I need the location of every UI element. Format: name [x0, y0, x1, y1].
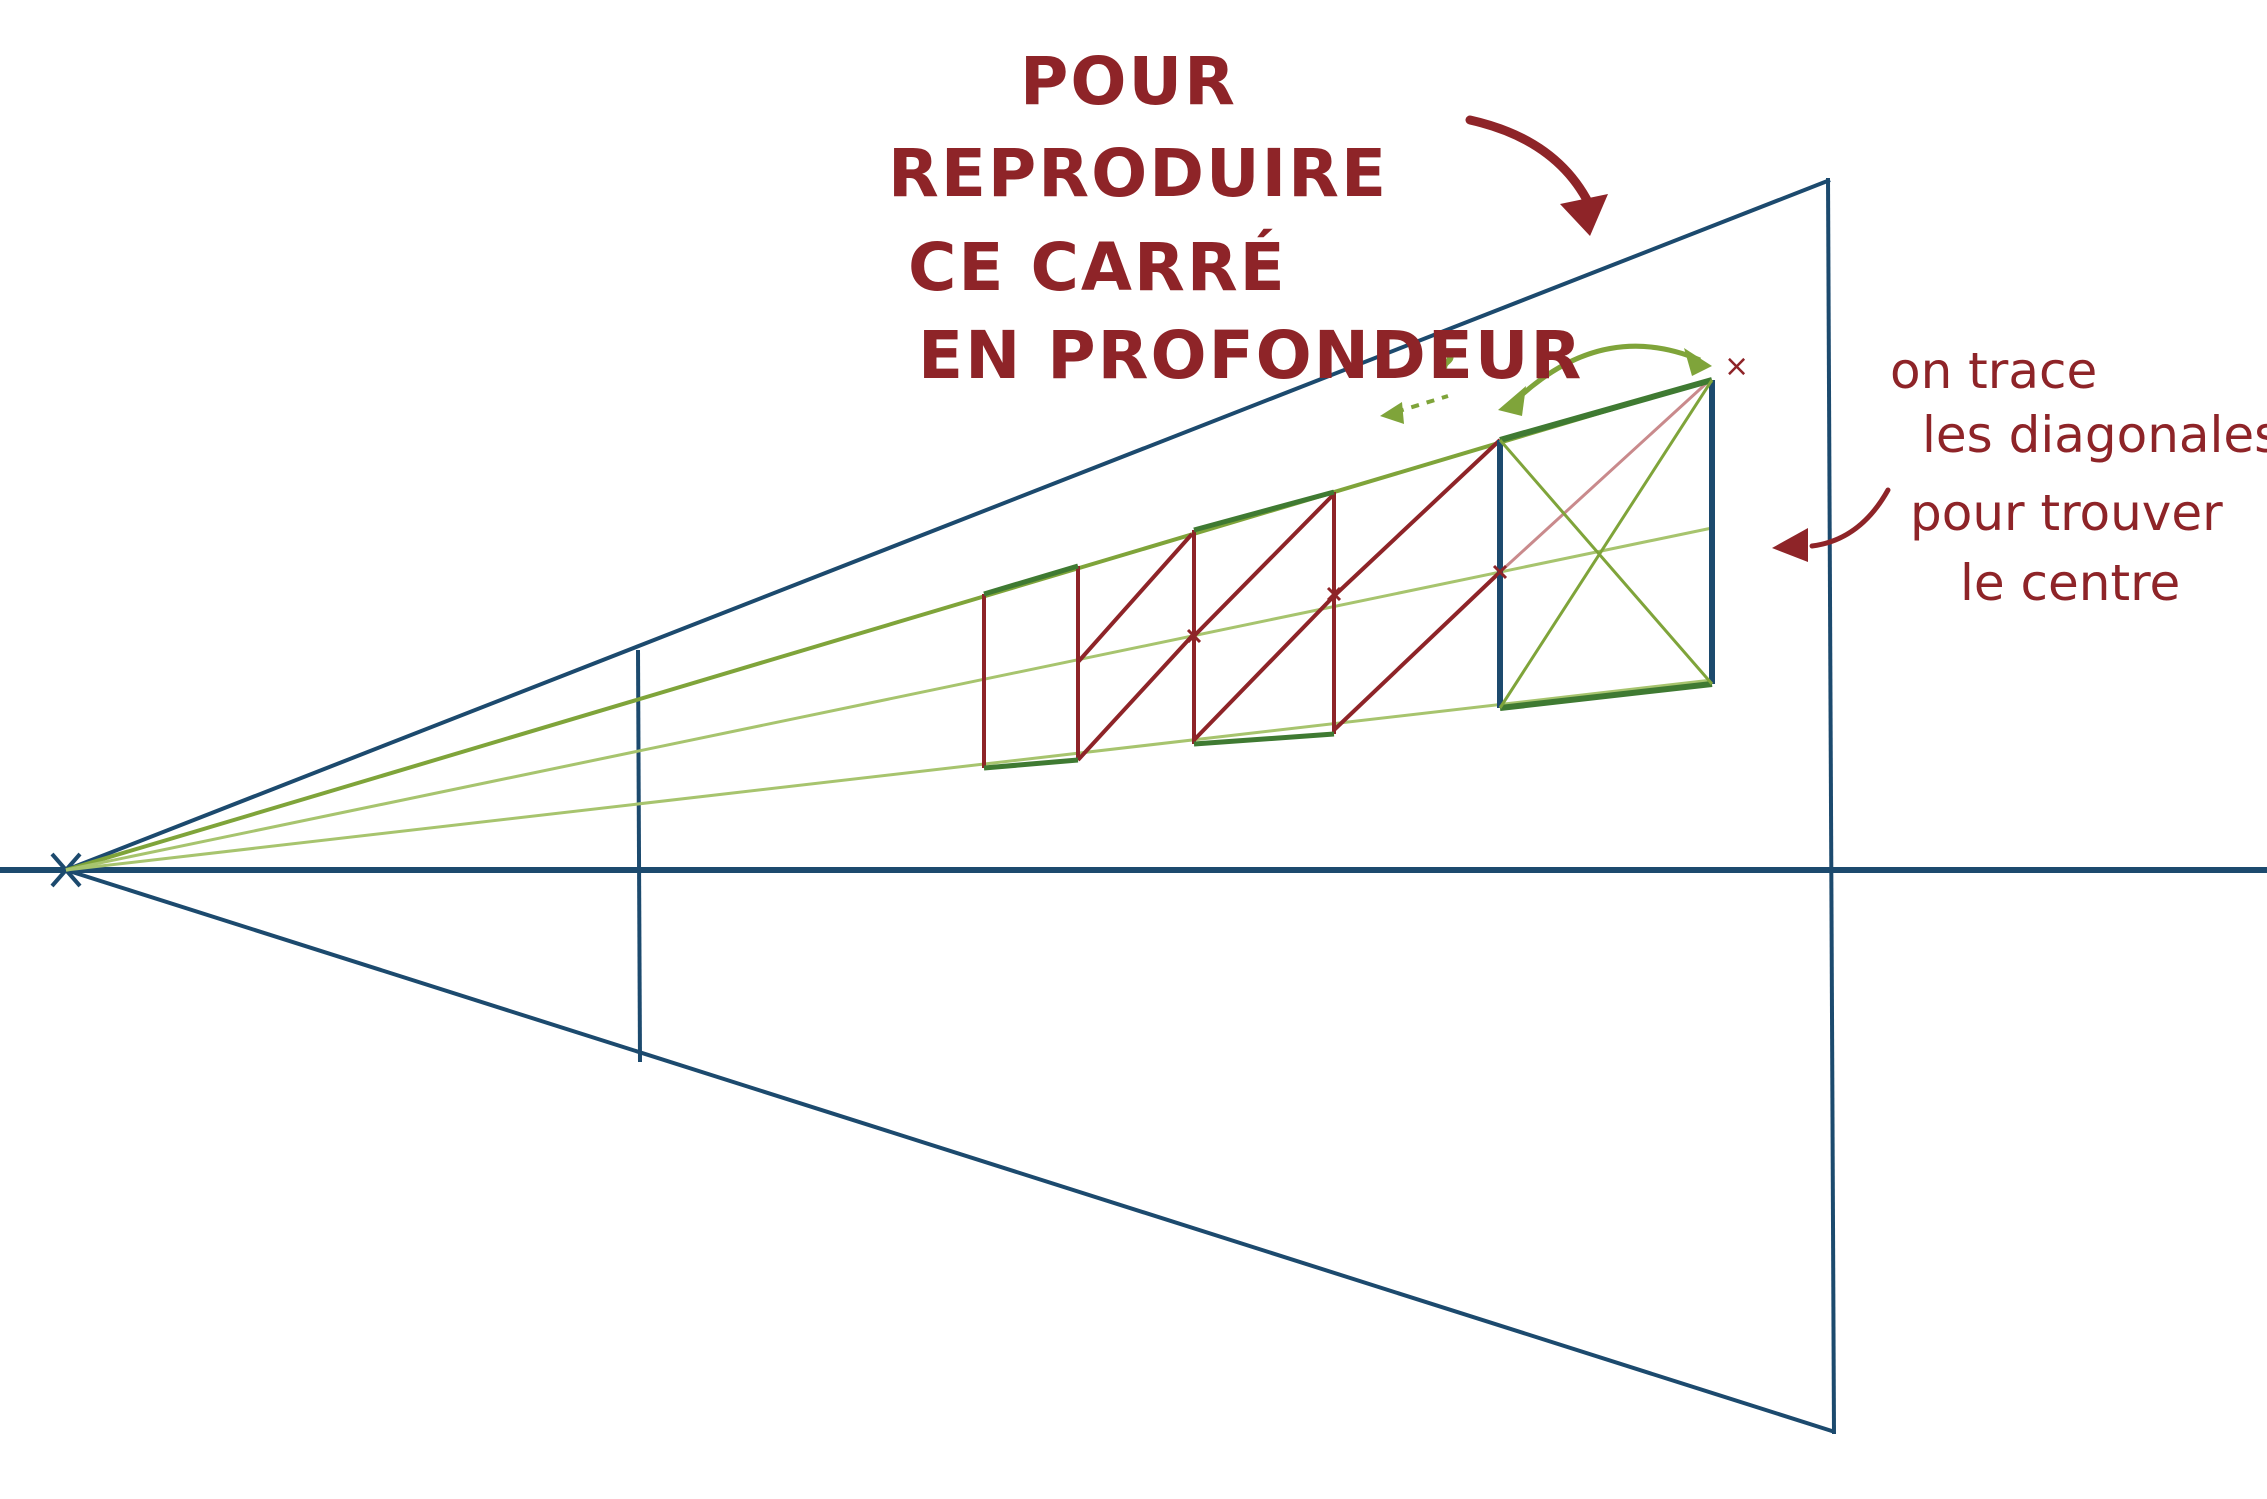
square-diagonal-3	[1192, 492, 1336, 638]
square-diagonal-1	[1076, 532, 1194, 664]
title-text: POUR REPRODUIRE CE CARRÉ EN PROFONDEUR	[888, 43, 1583, 394]
note-arrow	[1809, 487, 1891, 549]
intersection-markers	[1186, 564, 1508, 644]
question-mark: ?	[1434, 343, 1456, 387]
note-line-4: le centre	[1960, 554, 2180, 612]
note-arrowhead	[1772, 528, 1808, 562]
original-square-diagonals	[1498, 379, 1714, 709]
repeated-squares	[982, 492, 1336, 768]
wedge-right-edge	[1826, 177, 1836, 1435]
note-line-2: les diagonales	[1922, 406, 2267, 464]
diagonal-a	[1498, 439, 1714, 685]
guide-line-center	[65, 526, 1713, 872]
transfer-arrowhead-left	[1498, 386, 1526, 416]
guide-line-bottom	[65, 678, 1713, 872]
note-line-1: on trace	[1890, 342, 2097, 400]
diagonal-extension	[1498, 378, 1712, 574]
wedge-bottom-edge	[65, 868, 1836, 1434]
transfer-arrow	[1510, 343, 1701, 406]
square-diagonal-2	[1076, 634, 1194, 762]
question-arrow	[1380, 394, 1449, 424]
diagonal-b	[1498, 379, 1714, 709]
guide-line-top	[65, 378, 1711, 872]
square-top-bottom-edges	[983, 489, 1335, 771]
square-diagonal-5	[1332, 438, 1502, 598]
wedge-top-edge	[65, 178, 1831, 872]
note-line-3: pour trouver	[1910, 484, 2223, 542]
wedge-middle-post	[636, 649, 642, 1063]
title-line-4: EN PROFONDEUR	[918, 317, 1583, 394]
title-line-3: CE CARRÉ	[908, 228, 1287, 306]
square-diagonal-6	[1332, 570, 1502, 732]
title-arrowhead	[1560, 194, 1608, 236]
note-text: on trace les diagonales pour trouver le …	[1890, 342, 2267, 612]
transfer-arrowhead-right	[1684, 348, 1712, 376]
title-line-1: POUR	[1020, 43, 1237, 120]
corner-cross-mark: ×	[1724, 349, 1749, 384]
title-arrow	[1465, 115, 1597, 215]
square-diagonal-4	[1192, 594, 1336, 742]
repeated-square-diagonals	[1076, 438, 1502, 762]
title-line-2: REPRODUIRE	[888, 135, 1388, 212]
